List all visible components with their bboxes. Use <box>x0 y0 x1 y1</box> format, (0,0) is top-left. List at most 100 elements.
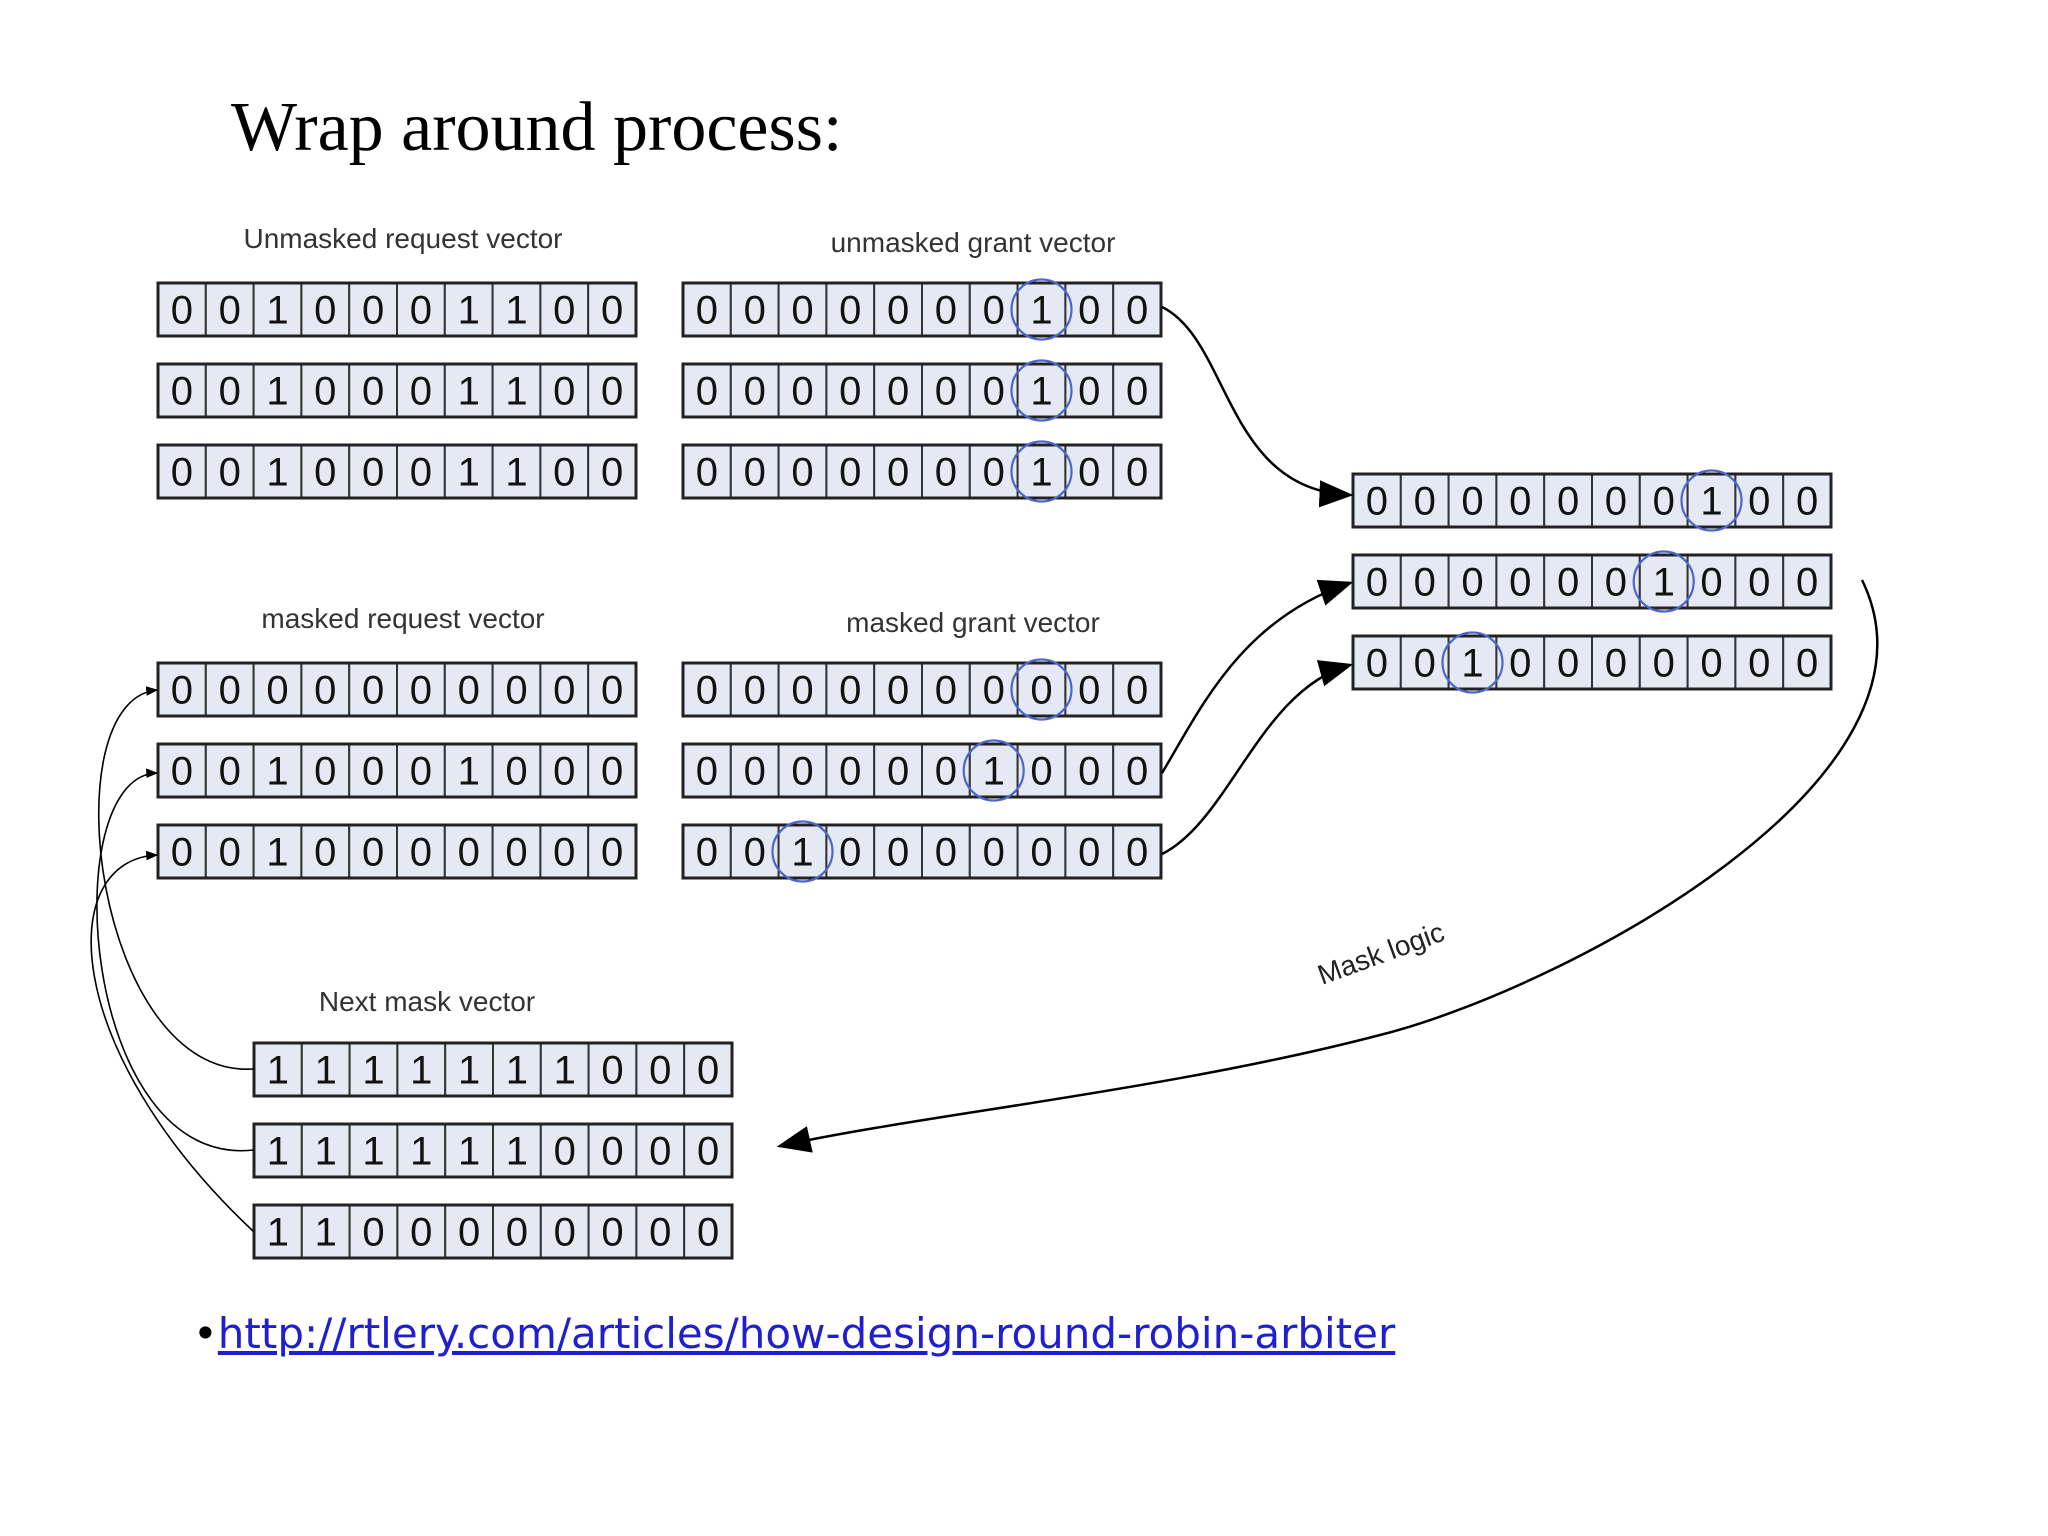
bit-value: 0 <box>1796 642 1818 686</box>
bit-value: 1 <box>1461 642 1483 686</box>
bit-vector-outline <box>156 443 638 500</box>
bit-value: 1 <box>362 1049 384 1093</box>
bit-value: 0 <box>362 831 384 875</box>
bit-value: 0 <box>1653 642 1675 686</box>
bit-value: 1 <box>1653 561 1675 605</box>
bit-value: 0 <box>839 289 861 333</box>
highlight-circle <box>1010 440 1073 503</box>
bit-value: 0 <box>744 289 766 333</box>
bit-value: 1 <box>267 1130 289 1174</box>
bit-value: 0 <box>1126 289 1148 333</box>
bit-cell <box>252 824 303 879</box>
bit-value: 0 <box>983 289 1005 333</box>
bit-value: 0 <box>1126 370 1148 414</box>
bit-cell <box>204 743 255 798</box>
bit-value: 0 <box>410 669 432 713</box>
highlight-circle <box>1010 658 1073 721</box>
bit-cell <box>157 363 207 418</box>
bit-cell <box>587 444 638 499</box>
bit-value: 0 <box>696 370 718 414</box>
bit-value: 0 <box>1557 480 1579 524</box>
bit-value: 0 <box>601 669 623 713</box>
bit-value: 0 <box>601 831 623 875</box>
bit-value: 0 <box>1748 480 1770 524</box>
bit-value: 0 <box>697 1211 719 1255</box>
bit-cell <box>825 282 876 337</box>
bit-value: 0 <box>601 1211 623 1255</box>
bit-value: 0 <box>601 1049 623 1093</box>
reference-link-row: •http://rtlery.com/articles/how-design-r… <box>193 1313 1395 1355</box>
bit-value: 1 <box>506 1130 528 1174</box>
bit-value: 0 <box>1366 480 1388 524</box>
bit-cell <box>539 363 590 418</box>
bit-value: 0 <box>791 451 813 495</box>
bit-value: 0 <box>362 289 384 333</box>
bit-cell <box>1447 635 1498 690</box>
bit-value: 0 <box>887 289 909 333</box>
bit-cell <box>587 743 638 798</box>
bit-vector-outline <box>156 281 638 338</box>
bit-cell <box>777 743 828 798</box>
bit-value: 0 <box>839 831 861 875</box>
bit-value: 0 <box>171 289 193 333</box>
bit-value: 0 <box>505 750 527 794</box>
bit-value: 1 <box>983 750 1005 794</box>
bit-value: 0 <box>1509 480 1531 524</box>
bit-value: 0 <box>1414 480 1436 524</box>
bit-value: 0 <box>1030 669 1052 713</box>
bit-value: 0 <box>314 669 336 713</box>
bit-value: 1 <box>505 370 527 414</box>
bit-cell <box>1591 554 1641 609</box>
bit-value: 1 <box>362 1130 384 1174</box>
bit-value: 0 <box>458 669 480 713</box>
bit-value: 1 <box>266 831 288 875</box>
bit-cell <box>682 444 732 499</box>
bit-value: 0 <box>887 750 909 794</box>
bit-value: 0 <box>791 289 813 333</box>
bit-cell <box>396 662 446 717</box>
reference-link[interactable]: http://rtlery.com/articles/how-design-ro… <box>217 1309 1396 1358</box>
bit-cell <box>396 743 446 798</box>
bit-value: 0 <box>1605 561 1627 605</box>
bit-value: 0 <box>1366 642 1388 686</box>
bit-value: 0 <box>219 451 241 495</box>
bit-value: 0 <box>601 451 623 495</box>
bit-value: 0 <box>1078 289 1100 333</box>
bit-value: 0 <box>744 370 766 414</box>
arrow-unmasked-grant-to-result <box>1161 305 1354 508</box>
bit-value: 0 <box>1078 831 1100 875</box>
feedback-arrow-row3 <box>90 850 255 1233</box>
bit-cell <box>157 282 207 337</box>
bit-value: 1 <box>458 1130 480 1174</box>
bullet: • <box>193 1309 218 1358</box>
feedback-arrow-row2 <box>96 768 255 1152</box>
bit-value: 0 <box>649 1049 671 1093</box>
bit-vector-outline <box>681 281 1163 338</box>
bit-value: 0 <box>1078 669 1100 713</box>
bit-cell <box>348 743 399 798</box>
bit-value: 1 <box>458 451 480 495</box>
bit-value: 0 <box>649 1211 671 1255</box>
bit-value: 1 <box>505 289 527 333</box>
bit-cell <box>204 662 255 717</box>
bit-value: 0 <box>1653 480 1675 524</box>
bit-value: 0 <box>983 831 1005 875</box>
bit-value: 0 <box>553 451 575 495</box>
bit-value: 1 <box>1030 289 1052 333</box>
bit-value: 0 <box>1796 561 1818 605</box>
bit-cell <box>777 363 828 418</box>
bit-value: 0 <box>696 831 718 875</box>
bit-value: 0 <box>171 831 193 875</box>
bit-cell <box>825 444 876 499</box>
bit-value: 0 <box>219 669 241 713</box>
bit-cell <box>1734 473 1785 528</box>
feedback-arrow-row1 <box>98 686 255 1070</box>
